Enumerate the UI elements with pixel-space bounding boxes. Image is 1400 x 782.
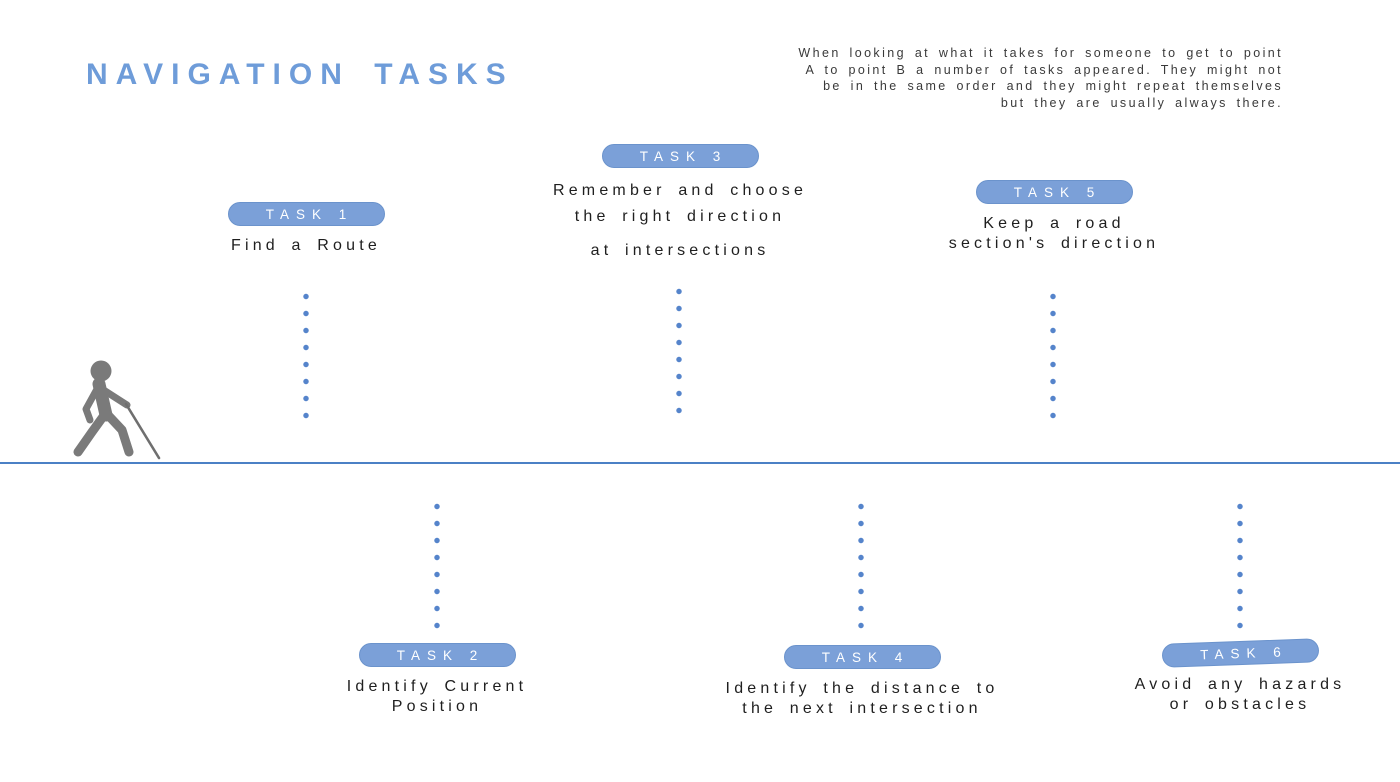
task-4-description: Identify the distance to the next inters… (692, 679, 1032, 719)
task-3-line: Remember and choose (552, 182, 808, 199)
task-2-group: TASK 2 Identify Current Position (267, 643, 607, 717)
task-6-line: Avoid any hazards (1134, 676, 1346, 693)
task-1-line: Find a Route (230, 237, 381, 254)
task-3-group: TASK 3 Remember and choose the right dir… (510, 144, 850, 264)
task-5-pill-label: TASK 5 (1013, 184, 1102, 200)
task-4-leader-dots (858, 498, 864, 629)
task-6-leader-dots (1237, 498, 1243, 629)
task-2-pill: TASK 2 (358, 643, 516, 667)
task-2-line: Identify Current (346, 678, 528, 695)
intro-line: but they are usually always there. (1000, 95, 1283, 110)
intro-paragraph: When looking at what it takes for someon… (643, 45, 1283, 111)
task-3-description: Remember and choose the right direction … (510, 178, 850, 264)
intro-line: When looking at what it takes for someon… (798, 46, 1283, 60)
task-3-line: the right direction (574, 208, 786, 225)
task-3-line: at intersections (590, 242, 770, 259)
task-6-pill-label: TASK 6 (1199, 643, 1288, 662)
task-1-pill: TASK 1 (227, 202, 385, 226)
blind-pedestrian-with-cane-icon (73, 360, 161, 460)
task-1-pill-label: TASK 1 (265, 206, 354, 222)
timeline-divider (0, 462, 1400, 464)
task-3-leader-dots (676, 283, 682, 414)
intro-line: A to point B a number of tasks appeared.… (805, 62, 1283, 77)
task-5-pill: TASK 5 (975, 180, 1133, 204)
task-1-description: Find a Route (136, 236, 476, 256)
task-1-group: TASK 1 Find a Route (136, 202, 476, 256)
task-3-pill: TASK 3 (601, 144, 759, 168)
task-4-group: TASK 4 Identify the distance to the next… (692, 645, 1032, 719)
task-6-group: TASK 6 Avoid any hazards or obstacles (1070, 638, 1400, 715)
task-1-leader-dots (303, 288, 309, 419)
task-6-pill: TASK 6 (1161, 638, 1319, 668)
task-5-group: TASK 5 Keep a road section's direction (884, 180, 1224, 254)
task-4-pill-label: TASK 4 (821, 649, 910, 665)
task-2-leader-dots (434, 498, 440, 629)
task-4-line: the next intersection (742, 700, 982, 717)
task-3-pill-label: TASK 3 (639, 148, 728, 164)
task-6-line: or obstacles (1169, 696, 1311, 713)
intro-line: be in the same order and they might repe… (823, 79, 1283, 93)
task-4-pill: TASK 4 (783, 645, 941, 669)
task-5-line: Keep a road (983, 215, 1125, 232)
task-6-description: Avoid any hazards or obstacles (1070, 675, 1400, 715)
task-5-line: section's direction (948, 235, 1160, 252)
task-2-pill-label: TASK 2 (396, 647, 485, 663)
task-4-line: Identify the distance to (725, 680, 999, 697)
task-2-description: Identify Current Position (267, 677, 607, 717)
task-5-description: Keep a road section's direction (884, 214, 1224, 254)
page-title: NAVIGATION TASKS (86, 58, 514, 91)
task-2-line: Position (391, 698, 483, 715)
task-5-leader-dots (1050, 288, 1056, 419)
